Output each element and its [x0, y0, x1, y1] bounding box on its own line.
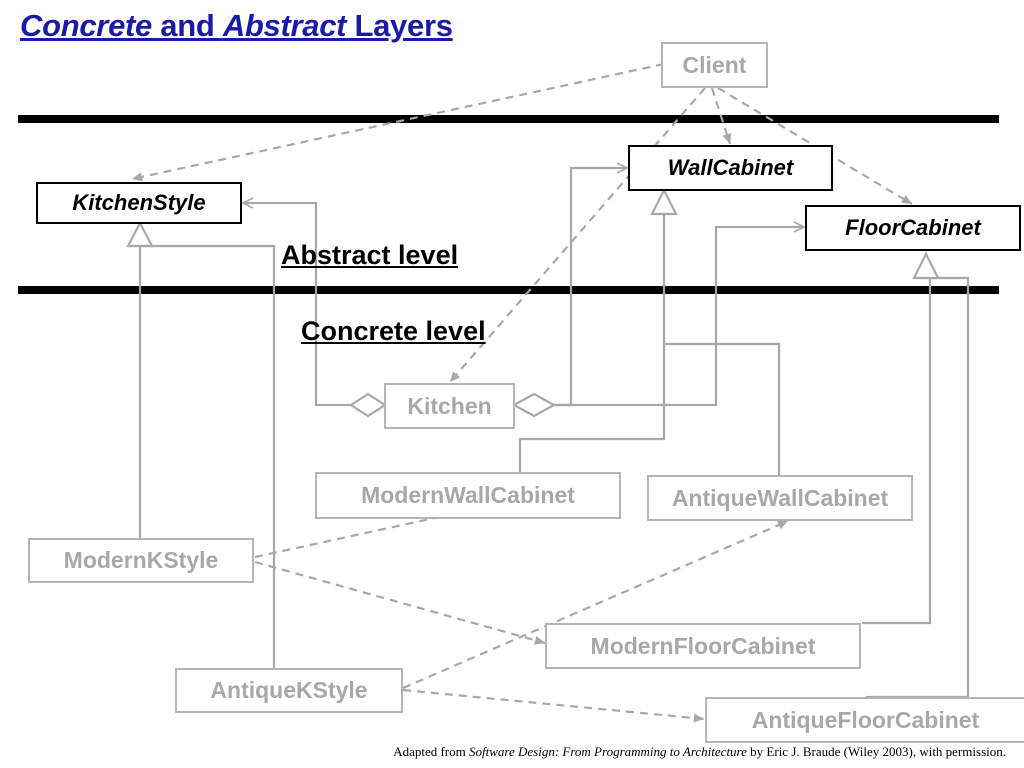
kitchenstyle-class-box: KitchenStyle	[36, 182, 242, 224]
credit-suffix: by Eric J. Braude (Wiley 2003), with per…	[746, 744, 1006, 759]
credit-prefix: Adapted from	[393, 744, 469, 759]
modernwallcabinet-class-box: ModernWallCabinet	[315, 472, 621, 519]
title-abstract: Abstract	[222, 8, 347, 43]
client-to-kitchen-dependency	[449, 87, 706, 383]
kitchen-to-floorcabinet-aggregation	[554, 227, 804, 407]
kitchen-left-aggregation-diamond	[348, 392, 388, 418]
antiquekstyle-inherits-kitchenstyle	[140, 244, 276, 668]
abstract-level-label: Abstract level	[281, 240, 459, 270]
wallcabinet-class-box: WallCabinet	[628, 145, 833, 191]
client-to-wallcabinet-dependency	[710, 87, 732, 145]
kitchen-class-box: Kitchen	[384, 383, 515, 429]
abstract-level-top-bar	[18, 115, 999, 123]
client-class-box: Client	[661, 42, 768, 88]
slide-title: Concrete and Abstract Layers	[20, 8, 453, 44]
modernfloorcabinet-inherits-floorcabinet	[862, 278, 932, 625]
antiquekstyle-class-box: AntiqueKStyle	[175, 668, 403, 713]
credit-book-title: Software Design: From Programming to Arc…	[469, 744, 747, 759]
antiquewallcabinet-inherits-wallcabinet	[664, 342, 781, 475]
kitchen-right-aggregation-diamond	[511, 392, 557, 418]
modernkstyle-class-box: ModernKStyle	[28, 538, 254, 583]
antiquefloorcabinet-class-box: AntiqueFloorCabinet	[705, 697, 1024, 743]
floorcabinet-inheritance-triangle	[912, 251, 940, 280]
client-to-kitchenstyle-dependency	[131, 62, 665, 182]
floorcabinet-class-box: FloorCabinet	[805, 205, 1021, 251]
modernwallcabinet-inherits-wallcabinet	[518, 214, 666, 472]
antiquewallcabinet-class-box: AntiqueWallCabinet	[647, 475, 913, 521]
attribution-credit: Adapted from Software Design: From Progr…	[393, 744, 1006, 760]
concrete-level-label: Concrete level	[301, 316, 486, 346]
kitchen-to-kitchenstyle-aggregation	[243, 203, 351, 407]
antiquekstyle-creates-antiquefloorcabinet	[402, 688, 705, 723]
modernkstyle-creates-modernfloorcabinet	[254, 560, 546, 645]
title-and: and	[151, 8, 223, 43]
kitchenstyle-inheritance-triangle	[126, 220, 154, 248]
title-concrete: Concrete	[20, 8, 152, 43]
wallcabinet-inheritance-triangle	[650, 187, 678, 216]
modernfloorcabinet-class-box: ModernFloorCabinet	[545, 623, 861, 669]
abstract-level-bottom-bar	[18, 286, 999, 294]
title-layers: Layers	[346, 8, 453, 43]
